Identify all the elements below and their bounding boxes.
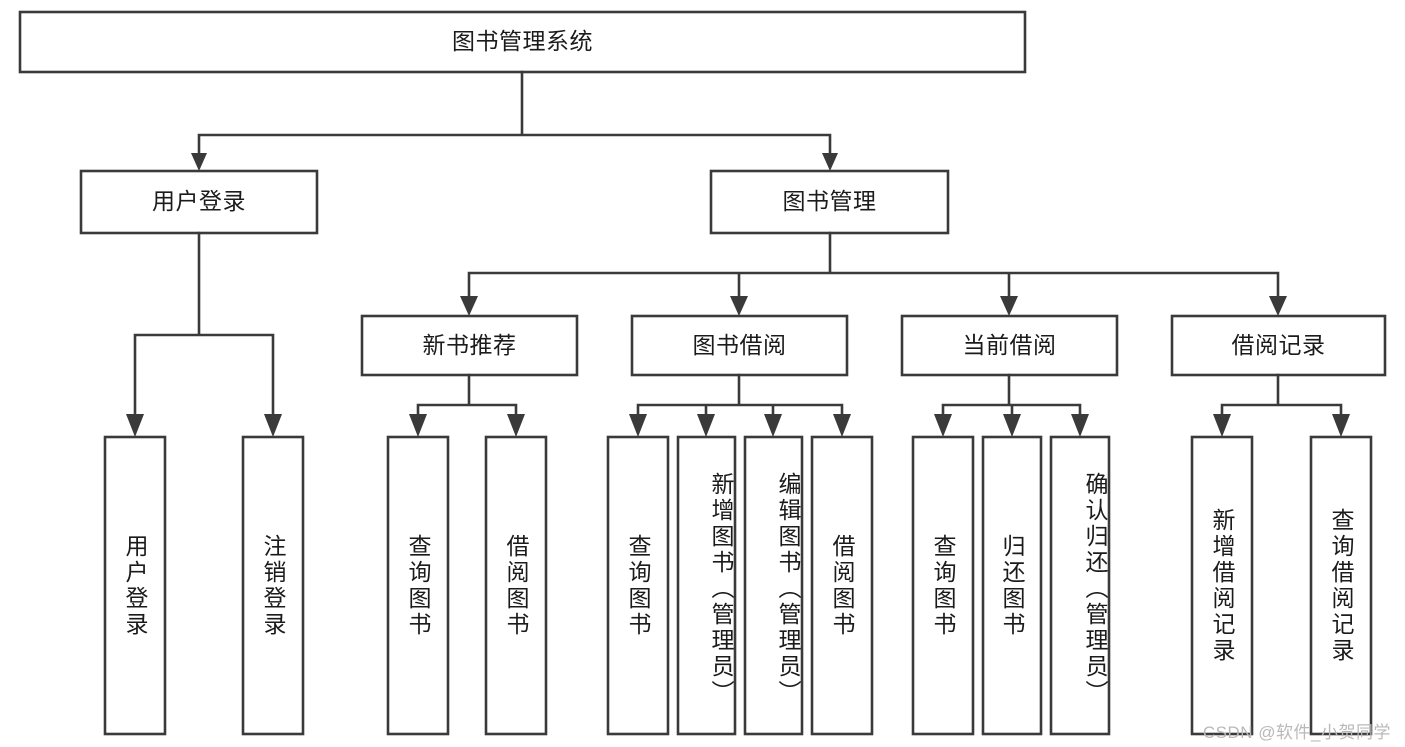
connector-current-borrow-to-leaves [941, 373, 1082, 420]
node-box-leaf-edit-book[interactable] [743, 435, 804, 736]
watermark-text: CSDN @软件_小贺同学 [1202, 723, 1391, 742]
node-box-book-management[interactable] [709, 169, 950, 235]
arrow-head-leaf-user-login [126, 414, 144, 437]
arrow-head-leaf-query-record [1332, 414, 1350, 437]
node-box-leaf-borrow-book-2[interactable] [810, 435, 874, 736]
connector-book-management-to-level3 [467, 231, 1280, 300]
arrow-head-leaf-query-book-1 [409, 414, 427, 437]
node-box-leaf-query-book-1[interactable] [386, 435, 450, 736]
arrow-head-leaf-logout-login [264, 414, 282, 437]
arrow-head-leaf-add-book [697, 414, 715, 437]
node-box-leaf-query-book-3[interactable] [911, 435, 975, 736]
connector-borrow-record-to-leaves [1220, 373, 1343, 420]
node-box-leaf-return-book[interactable] [981, 435, 1043, 736]
node-box-book-borrow[interactable] [630, 314, 849, 377]
node-box-root[interactable] [18, 10, 1027, 74]
arrow-head-user-login [191, 153, 207, 171]
node-box-leaf-query-book-2[interactable] [606, 435, 670, 736]
node-box-leaf-confirm-return[interactable] [1049, 435, 1111, 736]
arrow-head-leaf-query-book-3 [934, 414, 952, 437]
connector-root-to-level2 [197, 70, 832, 157]
arrow-head-book-borrow [730, 296, 748, 316]
connector-user-login-to-leaves [133, 231, 275, 422]
arrow-head-leaf-borrow-book-2 [833, 414, 851, 437]
node-box-leaf-add-book[interactable] [676, 435, 737, 736]
node-box-current-borrow[interactable] [900, 314, 1119, 377]
arrow-head-leaf-edit-book [764, 414, 782, 437]
arrow-head-leaf-return-book [1003, 414, 1021, 437]
connector-book-borrow-to-leaves [636, 373, 844, 420]
arrow-head-leaf-query-book-2 [629, 414, 647, 437]
node-box-user-login[interactable] [79, 169, 319, 235]
arrow-head-leaf-borrow-book-1 [507, 414, 525, 437]
arrow-head-current-borrow [1000, 296, 1018, 316]
arrow-head-book-management [822, 153, 838, 171]
node-box-leaf-borrow-book-1[interactable] [484, 435, 548, 736]
arrow-head-new-book-recommend [460, 296, 478, 316]
node-box-leaf-query-record[interactable] [1309, 435, 1373, 736]
arrow-head-borrow-record [1269, 296, 1287, 316]
arrow-head-leaf-add-record [1213, 414, 1231, 437]
connector-new-book-recommend-to-leaves [416, 373, 518, 420]
arrow-head-leaf-confirm-return [1071, 414, 1089, 437]
node-box-leaf-user-login[interactable] [103, 435, 167, 736]
node-box-borrow-record[interactable] [1170, 314, 1387, 377]
node-box-new-book-recommend[interactable] [360, 314, 579, 377]
node-box-leaf-add-record[interactable] [1190, 435, 1254, 736]
node-box-leaf-logout-login[interactable] [241, 435, 305, 736]
